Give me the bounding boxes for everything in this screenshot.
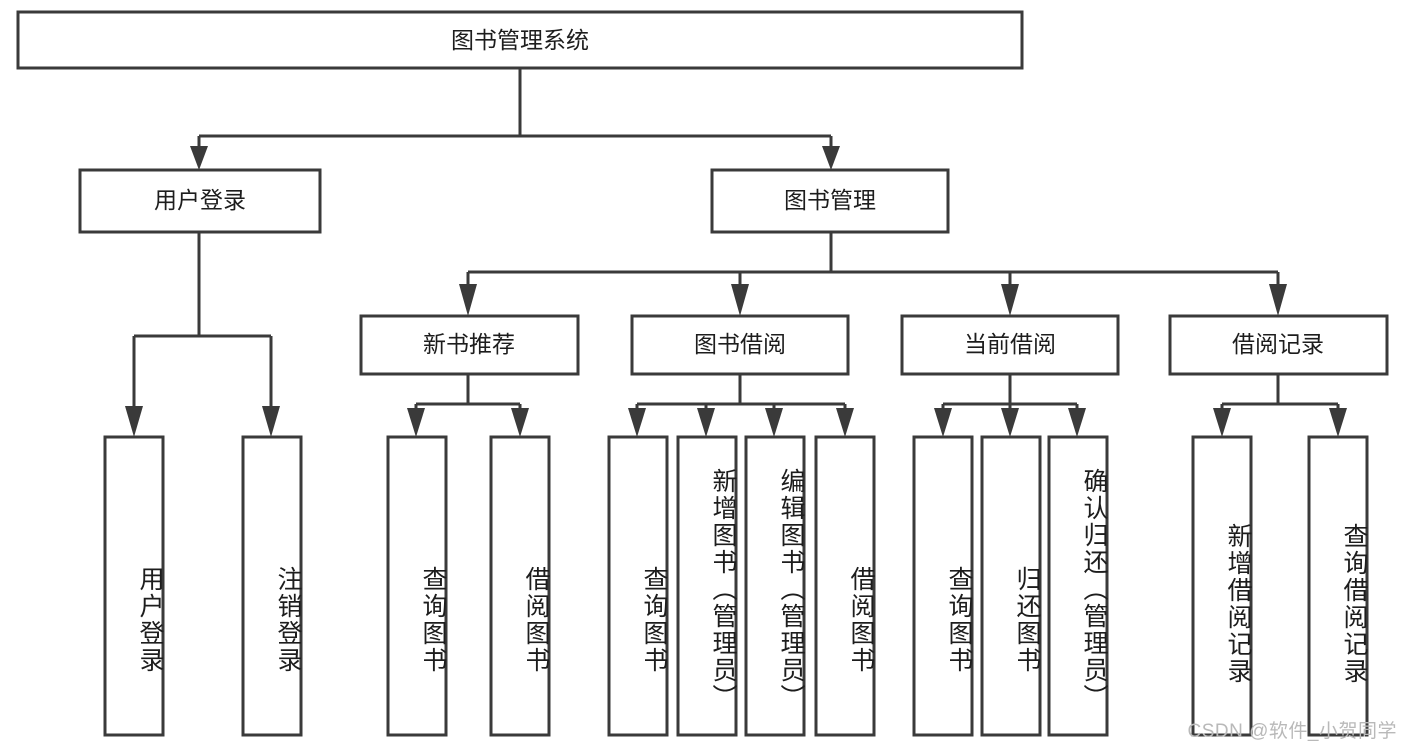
node-root[interactable]: 图书管理系统 [16, 10, 1024, 70]
leaf-box-return-book[interactable] [980, 435, 1042, 737]
node-borrow-record-box[interactable] [1168, 314, 1389, 376]
node-book-manage-label: 图书管理 [784, 187, 876, 213]
arrow-to-user-login [190, 146, 208, 170]
leaf-box-add-book[interactable] [676, 435, 738, 737]
leaf-box-edit-book[interactable] [744, 435, 806, 737]
connector-group [125, 68, 1347, 437]
arrow-to-new-book-recommend [459, 284, 477, 316]
arrow-to-leaf-query-book-2 [628, 408, 646, 437]
node-root-box[interactable] [16, 10, 1024, 70]
node-root-label: 图书管理系统 [451, 27, 589, 53]
arrow-to-leaf-borrow-book-1 [511, 408, 529, 437]
arrow-to-leaf-user-login [125, 406, 143, 437]
leaf-box-query-book-2[interactable] [607, 435, 669, 737]
arrow-to-leaf-query-book-1 [407, 408, 425, 437]
leaf-box-borrow-book-1[interactable] [489, 435, 551, 737]
node-current-borrow-box[interactable] [900, 314, 1120, 376]
node-book-borrow-label: 图书借阅 [694, 331, 786, 357]
leaf-box-borrow-book-2[interactable] [814, 435, 876, 737]
node-book-manage[interactable]: 图书管理 [710, 168, 950, 234]
node-user-login-label: 用户登录 [154, 187, 246, 213]
arrow-to-leaf-add-book [697, 408, 715, 437]
csdn-watermark: CSDN @软件_小贺同学 [1187, 721, 1397, 742]
node-borrow-record-label: 借阅记录 [1232, 331, 1324, 357]
node-user-login[interactable]: 用户登录 [78, 168, 322, 234]
arrow-to-leaf-query-book-3 [934, 408, 952, 437]
node-current-borrow[interactable]: 当前借阅 [900, 314, 1120, 376]
arrow-to-leaf-edit-book [765, 408, 783, 437]
arrow-to-leaf-query-record [1329, 408, 1347, 437]
arrow-to-current-borrow [1001, 284, 1019, 316]
leaf-box-user-login[interactable] [103, 435, 165, 737]
arrow-to-book-borrow [731, 284, 749, 316]
node-book-borrow-box[interactable] [630, 314, 850, 376]
leaf-box-logout[interactable] [241, 435, 303, 737]
node-user-login-box[interactable] [78, 168, 322, 234]
node-book-borrow[interactable]: 图书借阅 [630, 314, 850, 376]
leaf-box-query-book-3[interactable] [912, 435, 974, 737]
arrow-to-borrow-record [1269, 284, 1287, 316]
arrow-to-leaf-add-record [1213, 408, 1231, 437]
node-current-borrow-label: 当前借阅 [964, 331, 1056, 357]
node-new-book-recommend-label: 新书推荐 [423, 331, 515, 357]
arrow-to-leaf-borrow-book-2 [836, 408, 854, 437]
node-new-book-recommend[interactable]: 新书推荐 [359, 314, 580, 376]
arrow-to-leaf-return-book [1001, 408, 1019, 437]
node-new-book-recommend-box[interactable] [359, 314, 580, 376]
node-borrow-record[interactable]: 借阅记录 [1168, 314, 1389, 376]
arrow-to-book-manage [822, 146, 840, 170]
arrow-to-leaf-confirm-return [1068, 408, 1086, 437]
leaf-box-query-record[interactable] [1307, 435, 1369, 737]
leaf-box-add-record[interactable] [1191, 435, 1253, 737]
node-book-manage-box[interactable] [710, 168, 950, 234]
arrow-to-leaf-logout [262, 406, 280, 437]
leaf-box-confirm-return[interactable] [1047, 435, 1109, 737]
leaf-box-query-book-1[interactable] [386, 435, 448, 737]
